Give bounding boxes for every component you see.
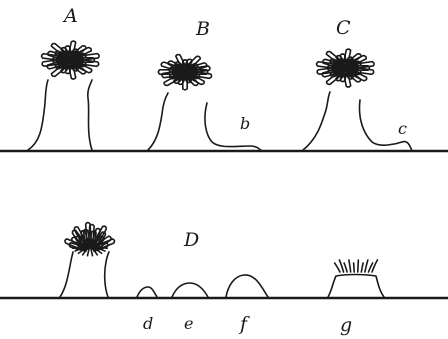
stage-e: e — [172, 283, 208, 333]
label-g: g — [340, 314, 352, 336]
anemone-a-tentacles — [42, 41, 100, 79]
anemone-a: A — [28, 5, 99, 150]
tentacle — [365, 260, 368, 272]
stage-f: f — [226, 275, 268, 335]
label-b-lower: b — [240, 114, 250, 133]
label-d-upper: D — [183, 229, 199, 251]
label-c-upper: C — [336, 17, 351, 39]
tentacle — [339, 260, 343, 272]
tentacle — [349, 260, 351, 272]
label-f: f — [238, 313, 250, 335]
stage-g-tentacles — [335, 260, 378, 272]
tentacle — [354, 263, 355, 272]
stage-d: d — [137, 287, 157, 333]
anemone-c: C c — [303, 17, 412, 151]
tentacle — [70, 59, 83, 60]
label-a: A — [62, 5, 78, 27]
anemone-d: D — [60, 223, 199, 297]
anemone-c-tentacles — [317, 49, 375, 87]
anemone-b: B b — [148, 18, 262, 151]
label-e: e — [184, 314, 193, 333]
label-c-lower: c — [398, 119, 407, 138]
tentacle — [344, 263, 347, 272]
anemone-d-tentacles — [65, 223, 115, 256]
tentacle — [335, 263, 340, 272]
label-d-lower: d — [143, 314, 153, 333]
label-b-upper: B — [195, 18, 210, 40]
tentacle — [361, 263, 363, 272]
tentacle — [345, 67, 358, 68]
tentacle — [358, 260, 359, 272]
tentacle — [372, 260, 377, 272]
anemone-b-tentacles — [158, 55, 211, 90]
